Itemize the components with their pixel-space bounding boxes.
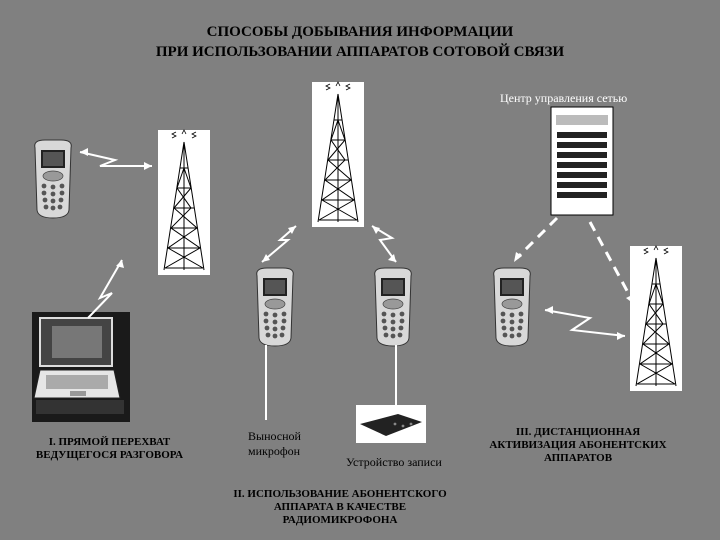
method-3-label: III. ДИСТАНЦИОННАЯ АКТИВИЗАЦИЯ АБОНЕНТСК… [489,426,667,464]
recorder-label: Устройство записи [346,455,442,469]
control-center-label: Центр управления сетью [500,91,628,105]
remote-mic-label: Выносной микрофон [248,429,301,458]
link-center-phone4 [515,216,559,260]
tower-2 [311,81,365,228]
tower-1 [157,129,211,276]
title-line-1: СПОСОБЫ ДОБЫВАНИЯ ИНФОРМАЦИИ [206,24,514,40]
page-title: СПОСОБЫ ДОБЫВАНИЯ ИНФОРМАЦИИ ПРИ ИСПОЛЬЗ… [0,22,720,62]
laptop-icon [32,312,130,422]
control-center-panel [550,106,614,216]
phone-3 [374,267,412,347]
link-tower2-phone2 [261,225,297,263]
tower-3 [629,245,683,392]
title-line-2: ПРИ ИСПОЛЬЗОВАНИИ АППАРАТОВ СОТОВОЙ СВЯЗ… [155,44,565,60]
link-phone4-tower3 [544,309,626,337]
link-tower1-laptop [87,259,123,319]
link-tower2-phone3 [371,225,397,263]
phone-2 [256,267,294,347]
method-1-label: I. ПРЯМОЙ ПЕРЕХВАТ ВЕДУЩЕГОСЯ РАЗГОВОРА [35,436,184,461]
recorder-icon [356,405,426,443]
link-center-tower3 [588,221,634,301]
phone-4 [493,267,531,347]
method-2-label: II. ИСПОЛЬЗОВАНИЕ АБОНЕНТСКОГО АППАРАТА … [233,488,447,526]
link-phone1-tower1 [79,151,152,167]
phone-1 [34,139,72,219]
